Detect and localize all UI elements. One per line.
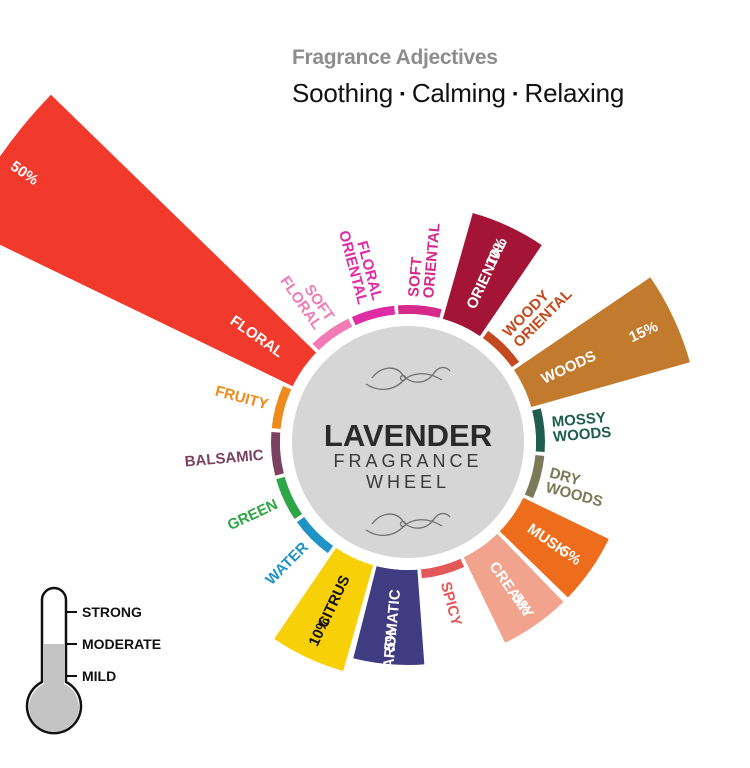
bar-floral [0, 94, 317, 387]
label-soft-oriental: SOFTORIENTAL [405, 221, 443, 299]
bar-woody-oriental [482, 330, 520, 368]
label-dry-woods: DRYWOODS [544, 465, 609, 511]
bar-oriental [442, 212, 542, 337]
bar-creamy [463, 533, 564, 643]
ornament-bottom-icon [365, 512, 451, 536]
label-balsamic: BALSAMIC [184, 447, 265, 471]
hub-title: LAVENDER [324, 418, 492, 453]
separator-1: ▪ [400, 85, 405, 101]
separator-2: ▪ [512, 85, 518, 101]
wheel-bars [0, 94, 690, 672]
value-aromatic: 5% [381, 628, 400, 651]
adjective-3: Relaxing [524, 78, 625, 108]
bar-soft-floral [312, 318, 353, 351]
label-fruity: FRUITY [213, 383, 270, 413]
label-floral-oriental: FLORALORIENTAL [335, 225, 385, 306]
thermometer-fill [28, 644, 80, 732]
bar-musk [499, 497, 609, 598]
level-moderate: MODERATE [82, 636, 161, 652]
bar-balsamic [271, 431, 284, 476]
bar-fruity [271, 385, 292, 430]
bar-citrus [274, 547, 374, 672]
adjective-1: Soothing [292, 78, 394, 108]
level-strong: STRONG [82, 604, 142, 620]
level-mild: MILD [82, 668, 116, 684]
hub-line-wheel: WHEEL [366, 472, 450, 492]
bar-aromatic [353, 566, 425, 665]
wheel-hub: LAVENDER FRAGRANCE WHEEL [280, 314, 536, 570]
label-mossy-woods: MOSSYWOODS [551, 409, 612, 446]
bar-green [276, 476, 303, 520]
hub-line-fragrance: FRAGRANCE [333, 451, 482, 471]
label-soft-floral: SOFTFLORAL [276, 265, 337, 333]
bar-water [296, 516, 334, 554]
fragrance-adjectives-subtitle: Fragrance Adjectives [292, 46, 498, 69]
bar-floral-oriental [351, 305, 396, 326]
adjective-2: Calming [411, 78, 506, 108]
label-aromatic: AROMATIC [380, 589, 404, 670]
fragrance-adjectives-list: Soothing ▪ Calming ▪ Relaxing [292, 78, 624, 109]
label-spicy: SPICY [437, 580, 465, 628]
hub-circle [292, 326, 524, 558]
bar-mossy-woods [532, 408, 545, 453]
bar-soft-oriental [397, 305, 442, 318]
ornament-top-icon [365, 366, 451, 390]
thermometer-icon: STRONG MODERATE MILD [25, 586, 161, 735]
bar-woods [513, 277, 690, 408]
bar-dry-woods [524, 454, 545, 499]
label-water: WATER [262, 539, 312, 589]
label-green: GREEN [225, 496, 281, 534]
bar-spicy [420, 558, 465, 579]
